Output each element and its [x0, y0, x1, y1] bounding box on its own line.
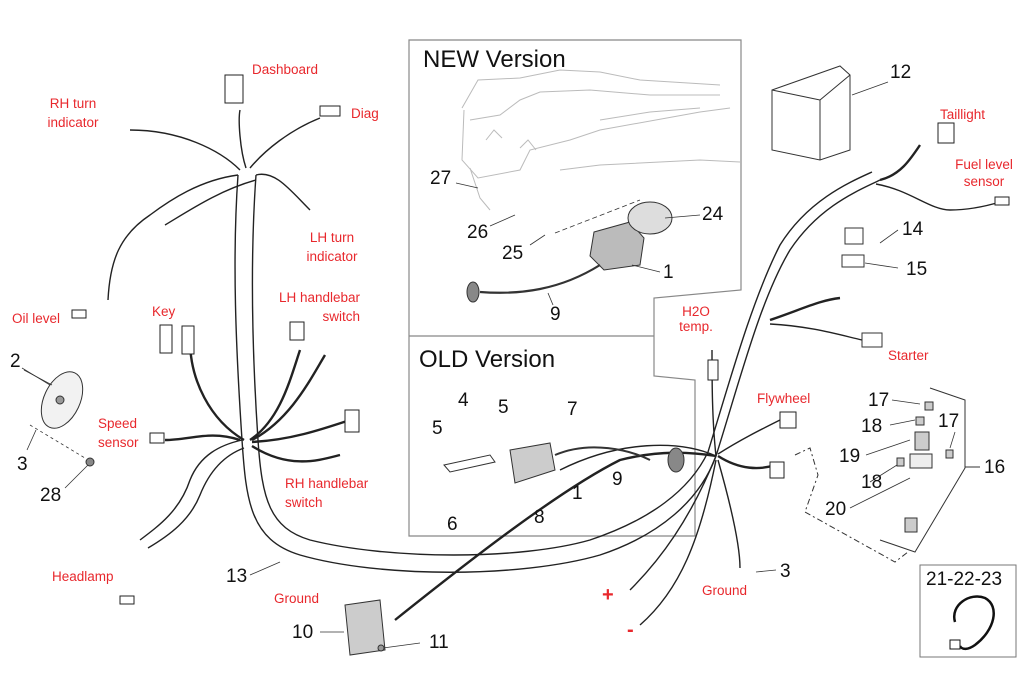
old-version-title: OLD Version — [419, 346, 556, 373]
part-number-relay-holder: 15 — [906, 259, 928, 280]
voltage-regulator — [320, 599, 421, 656]
rh-switch-connector — [344, 409, 360, 433]
label-diag: Diag — [351, 106, 379, 121]
part-number-fuse-cable: 20 — [825, 499, 847, 520]
speed-sensor-connector — [149, 432, 165, 444]
part-number-main-harness: 13 — [226, 566, 248, 587]
label-h2o-temp-2: temp. — [679, 319, 713, 334]
part-number-old-screw-a: 5 — [432, 418, 443, 439]
headlamp-connector — [119, 595, 135, 605]
label-key: Key — [152, 304, 176, 319]
part-number-relay: 14 — [902, 219, 924, 240]
part-number-old-nut: 8 — [534, 507, 545, 528]
connectors — [71, 74, 1010, 605]
part-number-new-coil: 1 — [663, 262, 674, 283]
label-dashboard: Dashboard — [252, 62, 319, 77]
label-taillight: Taillight — [940, 107, 986, 122]
label-fuel-level-sensor-2: sensor — [963, 174, 1005, 189]
part-number-fuse-a: 17 — [868, 390, 890, 411]
label-ground-frame: Ground — [702, 583, 748, 598]
taillight-connector — [937, 122, 955, 144]
leader-lines — [21, 182, 956, 576]
part-number-new-cap: 24 — [702, 204, 724, 225]
part-number-new-hv-cable: 9 — [550, 304, 561, 325]
key-connector-b — [181, 325, 195, 355]
label-ground-regulator: Ground — [274, 591, 320, 606]
part-number-fuse-holder: 19 — [839, 446, 861, 467]
new-version-frame — [408, 39, 742, 537]
part-number-old-coil: 1 — [572, 483, 583, 504]
label-starter: Starter — [888, 348, 929, 363]
lh-switch-connector — [289, 321, 305, 341]
part-number-regulator-screw: 11 — [429, 632, 449, 653]
key-connector-a — [159, 324, 173, 354]
fuse-parts — [841, 227, 954, 533]
part-number-horn-screw: 3 — [17, 454, 28, 475]
battery — [771, 65, 889, 161]
label-rh-handlebar-switch-2: switch — [285, 495, 323, 510]
label-battery-negative: - — [627, 619, 634, 641]
label-lh-turn-indicator-1: LH turn — [309, 230, 355, 245]
part-number-voltage-regulator: 10 — [292, 622, 314, 643]
part-number-old-screw-c: 6 — [447, 514, 458, 535]
part-number-old-hv-cable: 9 — [612, 469, 623, 490]
part-number-fuse-b: 17 — [938, 411, 960, 432]
label-fuel-level-sensor-1: Fuel level — [955, 157, 1013, 172]
ignition-coil-old — [443, 442, 685, 484]
fuse-box-bracket — [794, 387, 980, 563]
part-number-old-terminal: 7 — [567, 399, 578, 420]
diag-connector — [319, 105, 341, 117]
part-number-fuse-c: 18 — [861, 416, 883, 437]
part-number-horn-nut: 28 — [40, 485, 62, 506]
label-lh-handlebar-switch-2: switch — [322, 309, 360, 324]
chassis-outline — [461, 69, 741, 211]
part-number-ground-screw: 3 — [780, 561, 791, 582]
part-number-battery: 12 — [890, 62, 912, 83]
part-number-old-screw-b: 5 — [498, 397, 509, 418]
flywheel-connector — [779, 411, 797, 429]
label-rh-turn-indicator-1: RH turn — [49, 96, 97, 111]
label-flywheel: Flywheel — [757, 391, 811, 406]
label-h2o-temp-1: H2O — [682, 304, 710, 319]
aux-connector — [769, 461, 785, 479]
part-number-fuse-d: 18 — [861, 472, 883, 493]
label-lh-handlebar-switch-1: LH handlebar — [278, 290, 360, 305]
part-number-new-nut: 27 — [430, 168, 452, 189]
oil-level-connector — [71, 309, 87, 319]
label-rh-handlebar-switch-1: RH handlebar — [285, 476, 369, 491]
hose-clamp-kit-title: 21-22-23 — [926, 569, 1003, 590]
label-speed-sensor-2: sensor — [98, 435, 139, 450]
h2o-temp-connector — [707, 359, 719, 381]
label-oil-level: Oil level — [12, 311, 61, 326]
hose-clamp-inset — [919, 564, 1017, 658]
label-rh-turn-indicator-2: indicator — [47, 115, 99, 130]
part-number-fuse-box-assy: 16 — [984, 457, 1006, 478]
part-number-new-spacer: 26 — [467, 222, 489, 243]
part-number-horn: 2 — [10, 351, 21, 372]
ignition-coil-new — [466, 199, 673, 303]
part-number-new-screw: 25 — [502, 243, 524, 264]
dashboard-connector — [224, 74, 244, 104]
label-headlamp: Headlamp — [52, 569, 114, 584]
label-battery-positive: + — [602, 584, 614, 606]
label-speed-sensor-1: Speed — [98, 416, 138, 431]
horn — [23, 369, 95, 467]
fuel-level-connector — [994, 196, 1010, 206]
label-lh-turn-indicator-2: indicator — [306, 249, 358, 264]
part-number-old-bracket: 4 — [458, 390, 469, 411]
new-version-title: NEW Version — [423, 46, 566, 73]
